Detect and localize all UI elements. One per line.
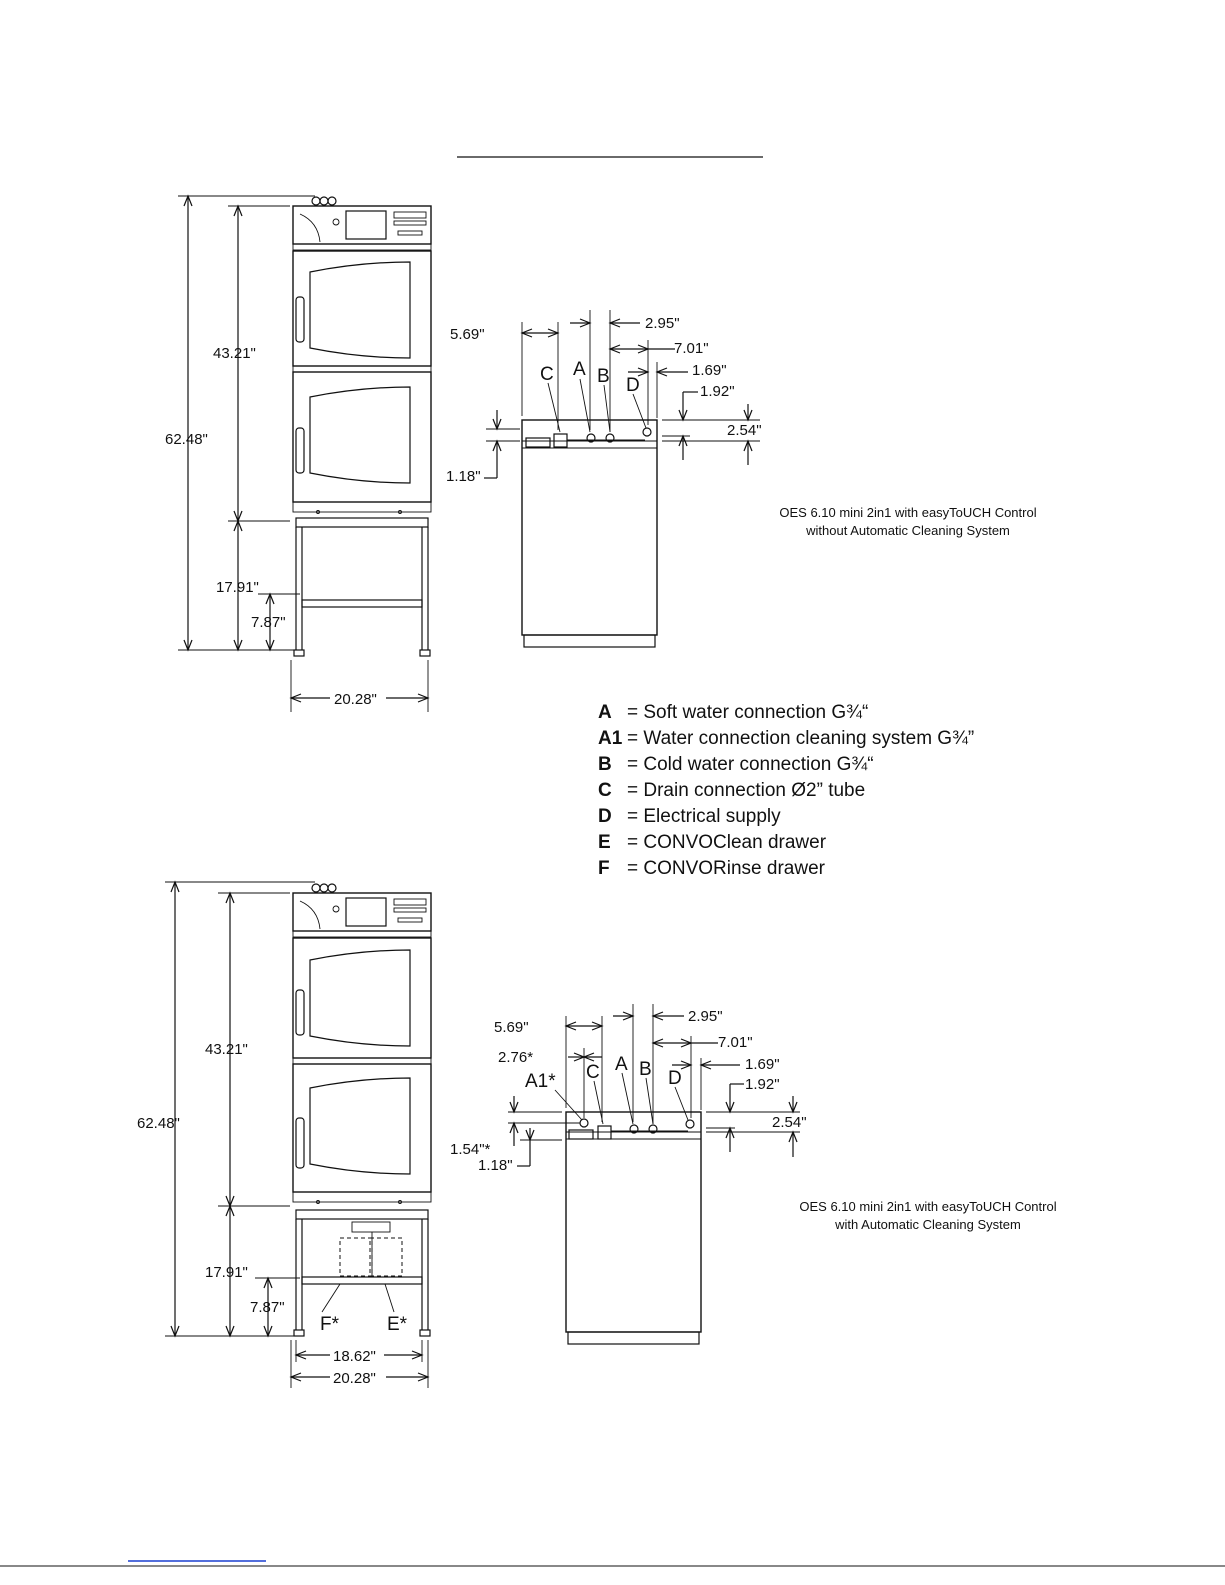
side-cabinet [521, 419, 658, 636]
letter2-a: A [615, 1054, 628, 1075]
legend-text-e: = CONVOClean drawer [627, 832, 827, 853]
touch-screen [345, 210, 387, 240]
letter2-a1: A1* [525, 1071, 556, 1092]
dim2-569: 5.69" [494, 1019, 529, 1036]
legend-key-e: E [598, 832, 611, 853]
conn-b [605, 433, 615, 443]
legend-text-f: = CONVORinse drawer [627, 858, 826, 879]
dim-total-height: 62.48" [165, 431, 208, 448]
dim2-stand-height: 17.91" [205, 1264, 248, 1281]
letter-d: D [626, 375, 640, 396]
dim2-701: 7.01" [718, 1034, 753, 1051]
upper-door-handle [295, 296, 305, 343]
dim-169: 1.69" [692, 362, 727, 379]
caption-2-line2: with Automatic Cleaning System [834, 1217, 1021, 1232]
dim2-total-height: 62.48" [137, 1115, 180, 1132]
conn2-a [629, 1124, 639, 1134]
dim-oven-height: 43.21" [213, 345, 256, 362]
legend-text-d: = Electrical supply [627, 806, 781, 827]
lower-door-handle [295, 427, 305, 474]
caption-1-line1: OES 6.10 mini 2in1 with easyToUCH Contro… [779, 505, 1036, 520]
dim-254: 2.54" [727, 422, 762, 439]
dim2-276: 2.76* [498, 1049, 533, 1066]
legend-key-f: F [598, 858, 610, 879]
dim-295: 2.95" [645, 315, 680, 332]
upper-oven [292, 250, 432, 367]
dim-192: 1.92" [700, 383, 735, 400]
conn-d [642, 427, 652, 437]
letter-c: C [540, 364, 554, 385]
conn2-d [685, 1119, 695, 1129]
dim2-192: 1.92" [745, 1076, 780, 1093]
dim-width: 20.28" [334, 691, 377, 708]
conn-a [586, 433, 596, 443]
letter2-d: D [668, 1068, 682, 1089]
legend-text-a1: = Water connection cleaning system G¾” [627, 728, 974, 749]
lower-door-window [309, 386, 411, 484]
dim-701: 7.01" [674, 340, 709, 357]
stand [293, 517, 431, 657]
conn2-b [648, 1124, 658, 1134]
letter2-c: C [586, 1062, 600, 1083]
dim2-169: 1.69" [745, 1056, 780, 1073]
dim2-width: 20.28" [333, 1370, 376, 1387]
drawer-f [339, 1237, 373, 1277]
dim-118: 1.18" [446, 468, 481, 485]
upper-door-window [309, 261, 411, 359]
letter-a: A [573, 359, 586, 380]
drawer-e [369, 1237, 403, 1277]
dim2-shelf-height: 7.87" [250, 1299, 285, 1316]
caption-2-line1: OES 6.10 mini 2in1 with easyToUCH Contro… [799, 1199, 1056, 1214]
legend-text-c: = Drain connection Ø2” tube [627, 780, 865, 801]
dim2-154: 1.54"* [450, 1141, 491, 1158]
dim2-oven-height: 43.21" [205, 1041, 248, 1058]
caption-1-line2: without Automatic Cleaning System [805, 523, 1010, 538]
letter2-b: B [639, 1059, 652, 1080]
label-f: F* [320, 1314, 340, 1335]
dim2-118: 1.18" [478, 1157, 513, 1174]
legend: A = Soft water connection G¾“ A1 = Water… [598, 702, 974, 879]
dim2-295: 2.95" [688, 1008, 723, 1025]
legend-key-a1: A1 [598, 728, 623, 749]
label-e: E* [387, 1314, 408, 1335]
dim2-254: 2.54" [772, 1114, 807, 1131]
dim-shelf-height: 7.87" [251, 614, 286, 631]
legend-key-b: B [598, 754, 612, 775]
legend-key-a: A [598, 702, 612, 723]
legend-key-c: C [598, 780, 612, 801]
front-view-1: 62.48" 43.21" 17.91" 7.87" 20.28" [165, 194, 432, 712]
letter-b: B [597, 366, 610, 387]
side-view-1: 5.69" 2.95" 7.01" 1.69" 1.92" 2.54" 1.18… [446, 310, 1037, 648]
dim-569: 5.69" [450, 326, 485, 343]
side-view-2: 5.69" 2.76* 2.95" 7.01" 1.69" 1.92" 2.54… [450, 1004, 1057, 1345]
dim2-inner-width: 18.62" [333, 1348, 376, 1365]
legend-key-d: D [598, 806, 612, 827]
front-view-2: F* E* 62.48" 43.21" 17.91" 7.87" 18.62" … [137, 880, 432, 1388]
legend-text-a: = Soft water connection G¾“ [627, 702, 868, 723]
dim-stand-height: 17.91" [216, 579, 259, 596]
legend-text-b: = Cold water connection G¾“ [627, 754, 874, 775]
